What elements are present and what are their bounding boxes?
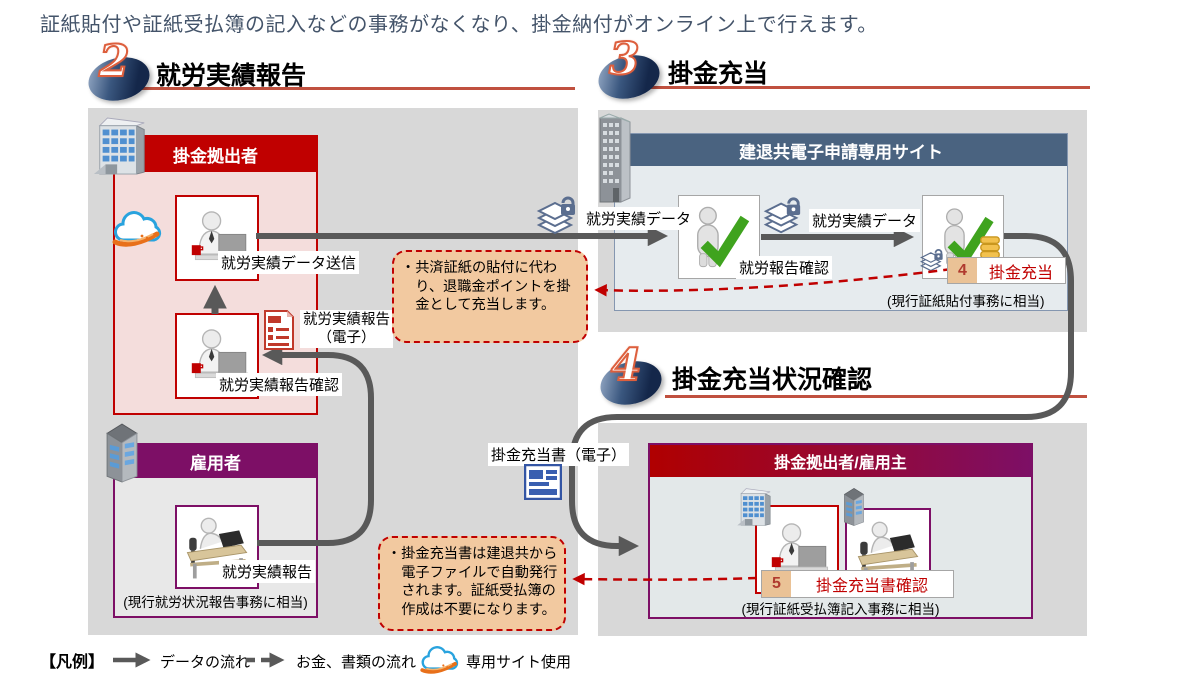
site-panel-header: 建退共電子申請専用サイト <box>615 134 1067 166</box>
send-work-data-label: 就労実績データ送信 <box>218 251 360 274</box>
electronic-report-label: 就労実績報告 （電子） <box>300 310 393 349</box>
encrypted-data-stack-icon <box>762 196 804 236</box>
section-title: 掛金充当状況確認 <box>672 366 873 394</box>
section2-header: 2 就労実績報告 <box>83 39 346 107</box>
section2-underline <box>120 87 575 90</box>
work-data-flow-label: 就労実績データ <box>809 209 921 232</box>
step5-badge: 5 掛金充当書確認 <box>761 570 955 598</box>
contributor-panel-header: 掛金拠出者 <box>115 137 316 172</box>
note-bullet: ・ <box>401 260 416 276</box>
section3-header: 3 掛金充当 <box>593 37 856 105</box>
page-title: 証紙貼付や証紙受払簿の記入などの事務がなくなり、掛金納付がオンライン上で行えます… <box>40 14 878 36</box>
tall-building-icon <box>597 112 633 204</box>
step-number: 3 <box>608 34 641 85</box>
server-building-icon <box>94 421 150 485</box>
step-number: 4 <box>610 340 643 391</box>
allocation-doc-label: 掛金充当書（電子） <box>488 443 630 466</box>
confirm-work-report-label: 就労実績報告確認 <box>216 373 343 396</box>
section-title: 就労実績報告 <box>156 62 307 90</box>
site-check-label: 就労報告確認 <box>736 256 833 279</box>
step5-badge-number: 5 <box>762 571 791 597</box>
section-title: 掛金充当 <box>668 60 769 88</box>
note-bullet: ・ <box>387 546 402 562</box>
employer-panel-caption: (現行就労状況報告事務に相当) <box>123 595 308 610</box>
server-building-icon <box>836 487 872 527</box>
step4-badge-number: 4 <box>948 258 977 283</box>
employer-report-label: 就労実績報告 <box>219 560 316 583</box>
lock-stack-icon <box>919 248 945 273</box>
electronic-report-line1: 就労実績報告 <box>303 312 390 328</box>
site-panel-caption: (現行証紙貼付事務に相当) <box>887 294 1045 309</box>
electronic-report-line2: （電子） <box>317 330 376 347</box>
electronic-report-document-icon <box>264 310 298 350</box>
work-data-flow-label: 就労実績データ <box>583 207 695 230</box>
note-text: 掛金充当書は建退共から電子ファイルで自動発行されます。証紙受払簿の作成は不要にな… <box>401 546 558 619</box>
dedicated-site-cloud-icon <box>112 208 166 250</box>
office-building-icon <box>92 114 150 178</box>
step4-badge-label: 掛金充当 <box>989 264 1054 282</box>
encrypted-data-stack-icon <box>535 195 579 237</box>
contributor-employer-header: 掛金拠出者/雇用主 <box>650 445 1031 477</box>
section3-underline <box>628 86 1090 89</box>
s4-panel-caption: (現行証紙受払簿記入事務に相当) <box>741 602 940 617</box>
office-building-icon <box>736 486 774 528</box>
legend-title: 【凡例】 <box>40 654 105 671</box>
step5-badge-label: 掛金充当書確認 <box>816 578 929 595</box>
step-number: 2 <box>98 36 131 87</box>
note-point-allocation: ・ 共済証紙の貼付に代わり、退職金ポイントを掛金として充当します。 <box>392 250 588 343</box>
section4-header: 4 掛金充当状況確認 <box>595 343 938 411</box>
legend-site-use-label: 専用サイト使用 <box>466 654 572 671</box>
note-auto-issue: ・ 掛金充当書は建退共から電子ファイルで自動発行されます。証紙受払簿の作成は不要… <box>378 536 566 631</box>
legend-cloud-icon <box>420 644 462 676</box>
legend-data-flow-label: データの流れ <box>160 654 251 671</box>
legend-money-flow-label: お金、書類の流れ <box>296 654 417 671</box>
allocation-document-icon <box>524 464 562 500</box>
step4-badge: 4 掛金充当 <box>947 257 1067 284</box>
note-text: 共済証紙の貼付に代わり、退職金ポイントを掛金として充当します。 <box>415 260 571 314</box>
